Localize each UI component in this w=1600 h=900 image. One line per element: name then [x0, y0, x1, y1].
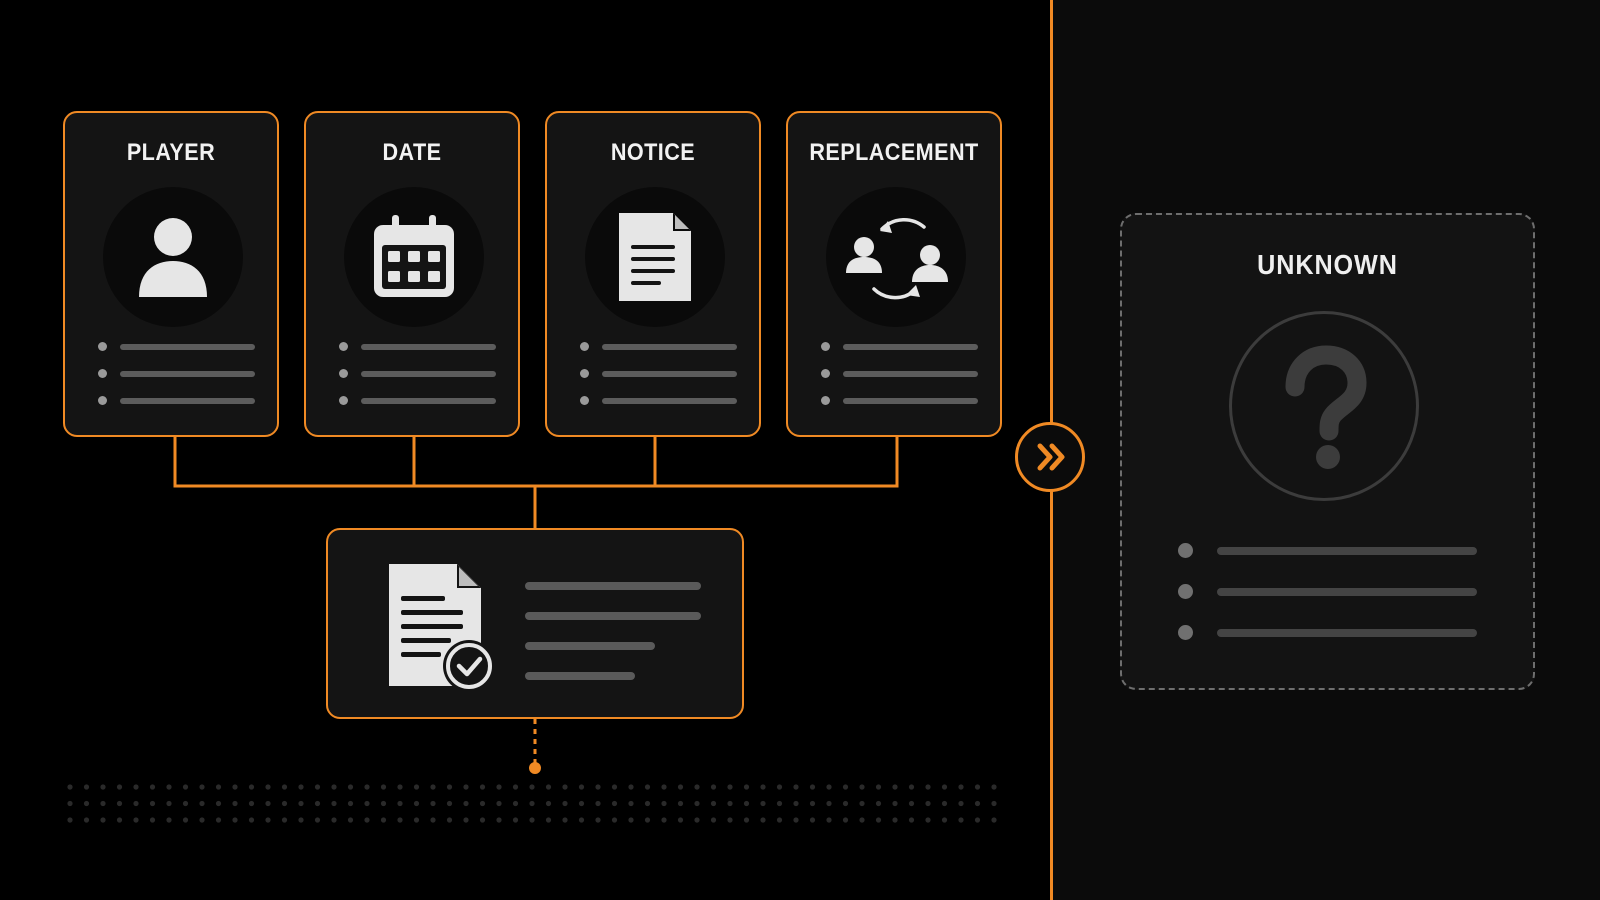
- question-mark-icon: [1229, 311, 1419, 501]
- summary-line: [525, 672, 635, 680]
- card-title: DATE: [382, 139, 442, 166]
- document-icon: [585, 187, 725, 327]
- summary-line: [525, 582, 701, 590]
- connector-lines: [173, 437, 899, 774]
- card-title: UNKNOWN: [1257, 249, 1398, 280]
- card-title: NOTICE: [610, 139, 696, 166]
- card-title: REPLACEMENT: [809, 139, 979, 166]
- replacement-card: REPLACEMENT: [786, 111, 1002, 437]
- unknown-card: UNKNOWN: [1120, 213, 1535, 690]
- calendar-icon: [344, 187, 484, 327]
- date-card: DATE: [304, 111, 520, 437]
- summary-line: [525, 612, 701, 620]
- user-icon: [103, 187, 243, 327]
- card-title: PLAYER: [126, 139, 216, 166]
- swap-users-icon: [826, 187, 966, 327]
- document-check-icon: [383, 558, 503, 703]
- summary-card: [326, 528, 744, 719]
- summary-line: [525, 642, 655, 650]
- player-card: PLAYER: [63, 111, 279, 437]
- double-chevron-right-icon[interactable]: [1015, 422, 1085, 492]
- notice-card: NOTICE: [545, 111, 761, 437]
- dot-grid-pattern: [67, 784, 997, 823]
